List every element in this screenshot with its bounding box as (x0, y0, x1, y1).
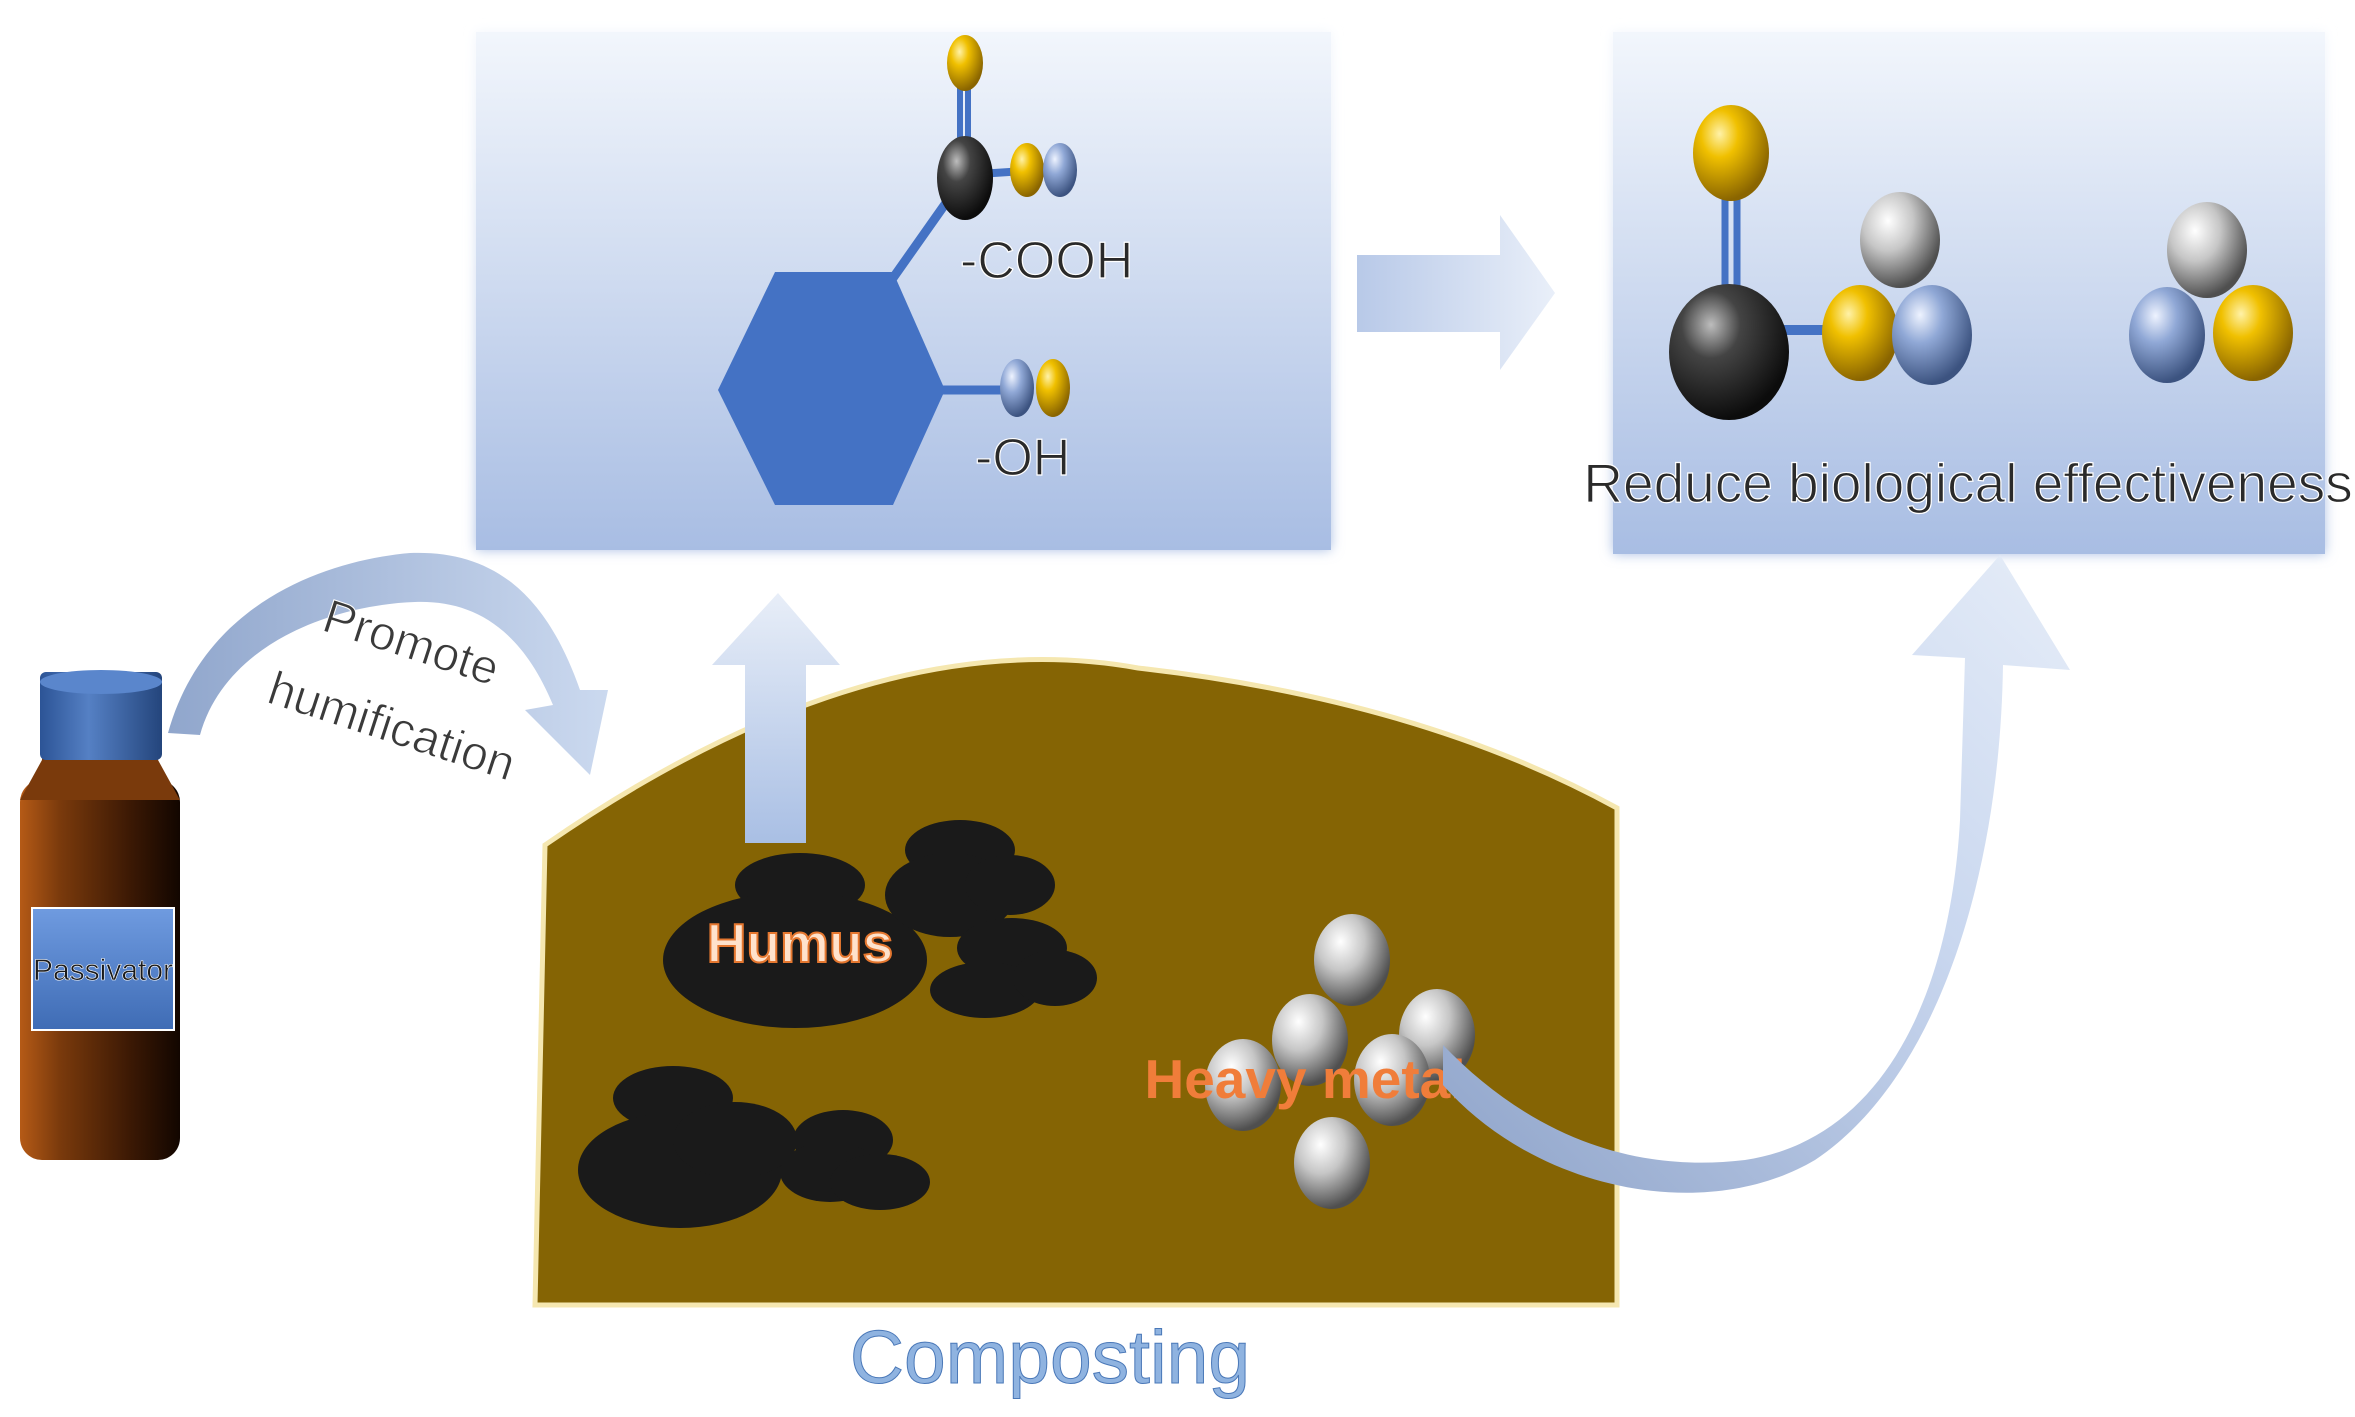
heavy-metal-atom (1314, 914, 1390, 1006)
molecule-panel: -COOH -OH (476, 32, 1331, 550)
humus-label: Humus (707, 912, 893, 974)
bottle-cap-top (40, 670, 162, 694)
reduce-effectiveness-arrow (1443, 555, 2070, 1193)
bottle-cap (40, 672, 162, 760)
bottle-label (31, 907, 175, 1031)
humus-blob (965, 855, 1055, 915)
hydroxyl-hydrogen-atom (1000, 359, 1034, 417)
heavy-metal-atom (1205, 1039, 1281, 1131)
humus-blob (1013, 950, 1097, 1006)
heavy-metal-atom (1860, 192, 1940, 288)
oxygen-atom (2213, 285, 2293, 381)
heavy-metal-atom (2167, 202, 2247, 298)
humus-blob (663, 892, 927, 1028)
carboxyl-carbon-atom (937, 136, 993, 220)
compost-area: Humus Heavy metal Composting (532, 593, 1620, 1400)
passivator-bottle: Passivator (20, 670, 180, 1160)
hydrogen-atom (2129, 287, 2205, 383)
cooh-label: -COOH (960, 232, 1133, 290)
hydrogen-atom (1892, 285, 1972, 385)
humus-blob (830, 1154, 930, 1210)
carboxyl-oxygen-atom (1010, 143, 1044, 197)
right-arrow (1357, 215, 1555, 370)
carbonyl-oxygen-atom (1693, 105, 1769, 201)
oh-label: -OH (975, 429, 1070, 487)
passivator-label: Passivator (33, 954, 173, 987)
humus-cluster-bottom (578, 1066, 930, 1228)
hydroxyl-oxygen-atom (1036, 359, 1070, 417)
heavy-metal-label: Heavy metal (1144, 1048, 1465, 1110)
up-arrow (712, 593, 840, 843)
composting-title: Composting (850, 1315, 1250, 1399)
heavy-metal-atom (1354, 1034, 1430, 1126)
humus-cluster-top (663, 820, 1097, 1028)
humus-blob (930, 962, 1040, 1018)
benzene-ring-hexagon (718, 272, 945, 505)
bond-ring-carbon (889, 197, 952, 281)
heavy-metal-cluster (1205, 914, 1475, 1209)
carboxyl-hydrogen-atom (1043, 143, 1077, 197)
carbon-atom (1669, 284, 1789, 420)
heavy-metal-atom (1294, 1117, 1370, 1209)
humus-blob (673, 1102, 797, 1178)
heavy-metal-atom (1272, 994, 1348, 1086)
carbonyl-oxygen-atom (947, 35, 983, 91)
reduce-effectiveness-caption: Reduce biological effectiveness (1583, 452, 2352, 514)
result-panel: Reduce biological effectiveness (1583, 32, 2353, 554)
oxygen-atom (1822, 285, 1898, 381)
promote-humification-arrow (168, 552, 608, 775)
